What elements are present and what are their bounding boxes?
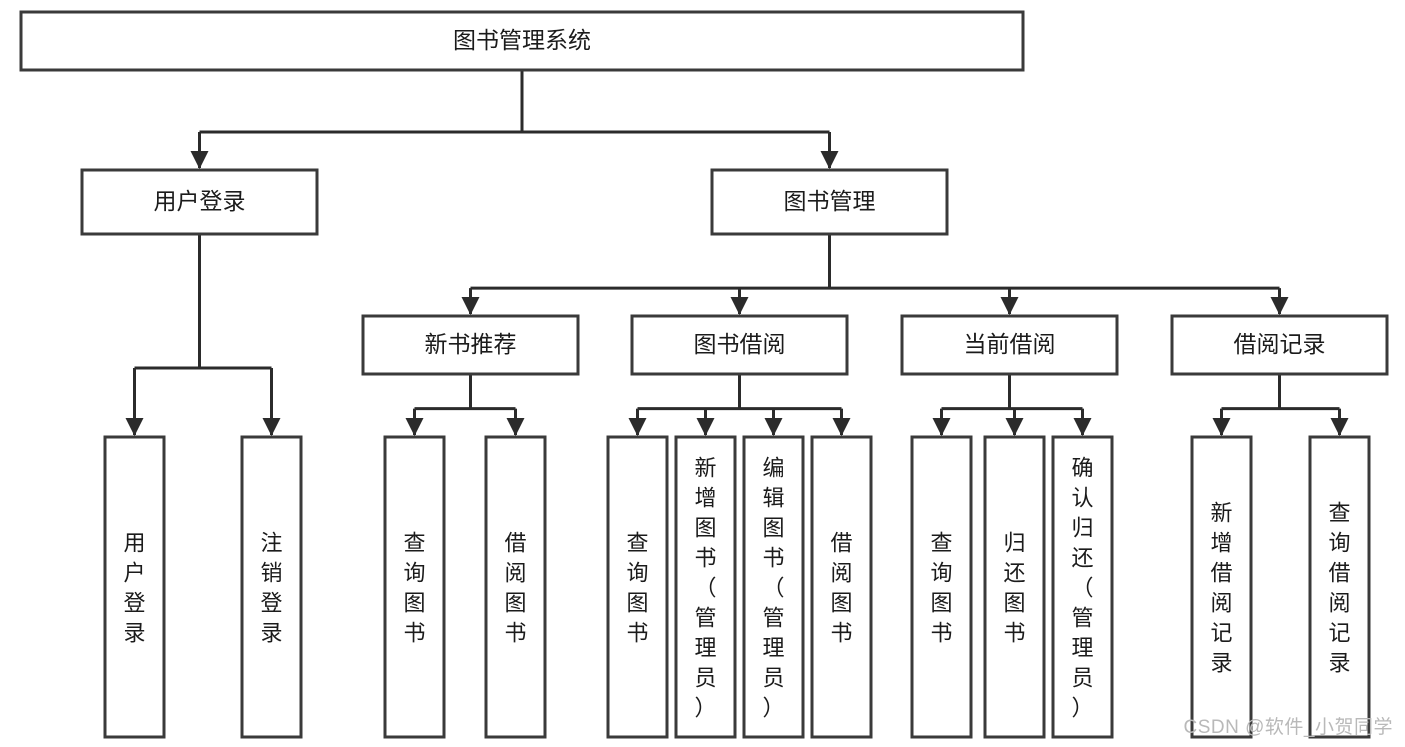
connector-group-book-borrow	[628, 374, 851, 436]
arrow-head-icon	[1000, 297, 1019, 315]
node-box-book-manage	[710, 168, 949, 236]
node-box-root	[19, 10, 1025, 72]
node-label-new-book-rec: 新书推荐	[425, 331, 517, 357]
connector-layer	[125, 70, 1349, 436]
node-label-leaf-add-record: 新增借阅记录	[1210, 500, 1232, 675]
node-box-new-book-rec	[361, 314, 580, 376]
arrow-head-icon	[506, 418, 525, 436]
node-box-leaf-query-book-current	[910, 435, 973, 739]
node-box-leaf-edit-book	[742, 435, 805, 739]
node-leaf-borrow-book[interactable]: 借阅图书	[810, 435, 873, 739]
connector-group-user-login	[125, 234, 281, 436]
node-box-leaf-borrow-book-rec	[484, 435, 547, 739]
csdn-watermark: CSDN @软件_小贺同学	[1183, 717, 1393, 738]
connector-group-book-manage	[461, 234, 1289, 315]
node-book-borrow[interactable]: 图书借阅	[630, 314, 849, 376]
node-box-leaf-query-record	[1308, 435, 1371, 739]
node-box-leaf-user-logout	[240, 435, 303, 739]
node-label-leaf-edit-book: 编辑图书（管理员）	[762, 455, 784, 720]
arrow-head-icon	[1270, 297, 1289, 315]
node-leaf-user-login[interactable]: 用户登录	[103, 435, 166, 739]
node-user-login[interactable]: 用户登录	[80, 168, 319, 236]
node-current-borrow[interactable]: 当前借阅	[900, 314, 1119, 376]
connector-group-current-borrow	[932, 374, 1092, 436]
connector-group-borrow-record	[1212, 374, 1349, 436]
node-label-leaf-add-book: 新增图书（管理员）	[694, 455, 716, 720]
node-leaf-query-book-current[interactable]: 查询图书	[910, 435, 973, 739]
node-box-leaf-confirm-return	[1051, 435, 1114, 739]
node-leaf-query-book-borrow[interactable]: 查询图书	[606, 435, 669, 739]
arrow-head-icon	[696, 418, 715, 436]
node-box-leaf-user-login	[103, 435, 166, 739]
node-leaf-add-record[interactable]: 新增借阅记录	[1190, 435, 1253, 739]
node-box-leaf-add-book	[674, 435, 737, 739]
node-leaf-add-book[interactable]: 新增图书（管理员）	[674, 435, 737, 739]
node-leaf-edit-book[interactable]: 编辑图书（管理员）	[742, 435, 805, 739]
arrow-head-icon	[190, 151, 209, 169]
node-label-root: 图书管理系统	[453, 27, 591, 53]
connector-group-new-book-rec	[405, 374, 525, 436]
node-leaf-query-record[interactable]: 查询借阅记录	[1308, 435, 1371, 739]
node-label-book-manage: 图书管理	[784, 188, 876, 214]
node-box-current-borrow	[900, 314, 1119, 376]
node-label-leaf-query-book-current: 查询图书	[930, 530, 952, 645]
node-label-book-borrow: 图书借阅	[694, 331, 786, 357]
node-root[interactable]: 图书管理系统	[19, 10, 1025, 72]
node-label-leaf-borrow-book: 借阅图书	[830, 530, 852, 645]
node-leaf-confirm-return[interactable]: 确认归还（管理员）	[1051, 435, 1114, 739]
arrow-head-icon	[1005, 418, 1024, 436]
arrow-head-icon	[932, 418, 951, 436]
node-book-manage[interactable]: 图书管理	[710, 168, 949, 236]
node-label-leaf-query-book-rec: 查询图书	[403, 530, 425, 645]
arrow-head-icon	[125, 418, 144, 436]
node-label-leaf-query-record: 查询借阅记录	[1328, 500, 1350, 675]
arrow-head-icon	[1330, 418, 1349, 436]
arrow-head-icon	[405, 418, 424, 436]
arrow-head-icon	[262, 418, 281, 436]
node-box-leaf-add-record	[1190, 435, 1253, 739]
arrow-head-icon	[628, 418, 647, 436]
arrow-head-icon	[461, 297, 480, 315]
node-box-leaf-return-book	[983, 435, 1046, 739]
node-box-leaf-query-book-borrow	[606, 435, 669, 739]
node-label-leaf-borrow-book-rec: 借阅图书	[504, 530, 526, 645]
arrow-head-icon	[1073, 418, 1092, 436]
node-borrow-record[interactable]: 借阅记录	[1170, 314, 1389, 376]
node-leaf-borrow-book-rec[interactable]: 借阅图书	[484, 435, 547, 739]
arrow-head-icon	[832, 418, 851, 436]
node-layer: 图书管理系统用户登录图书管理新书推荐图书借阅当前借阅借阅记录用户登录注销登录查询…	[19, 10, 1389, 739]
node-box-leaf-borrow-book	[810, 435, 873, 739]
node-label-leaf-return-book: 归还图书	[1003, 530, 1025, 645]
node-label-borrow-record: 借阅记录	[1234, 331, 1326, 357]
node-box-user-login	[80, 168, 319, 236]
arrow-head-icon	[730, 297, 749, 315]
node-label-leaf-user-logout: 注销登录	[260, 530, 282, 645]
connector-group-root	[190, 70, 839, 169]
node-box-book-borrow	[630, 314, 849, 376]
node-label-user-login: 用户登录	[154, 188, 246, 214]
node-box-leaf-query-book-rec	[383, 435, 446, 739]
node-label-leaf-user-login: 用户登录	[123, 530, 145, 645]
arrow-head-icon	[820, 151, 839, 169]
node-label-current-borrow: 当前借阅	[964, 331, 1056, 357]
node-new-book-rec[interactable]: 新书推荐	[361, 314, 580, 376]
node-leaf-user-logout[interactable]: 注销登录	[240, 435, 303, 739]
node-box-borrow-record	[1170, 314, 1389, 376]
arrow-head-icon	[764, 418, 783, 436]
node-leaf-query-book-rec[interactable]: 查询图书	[383, 435, 446, 739]
node-leaf-return-book[interactable]: 归还图书	[983, 435, 1046, 739]
node-label-leaf-query-book-borrow: 查询图书	[626, 530, 648, 645]
node-label-leaf-confirm-return: 确认归还（管理员）	[1071, 455, 1093, 720]
arrow-head-icon	[1212, 418, 1231, 436]
